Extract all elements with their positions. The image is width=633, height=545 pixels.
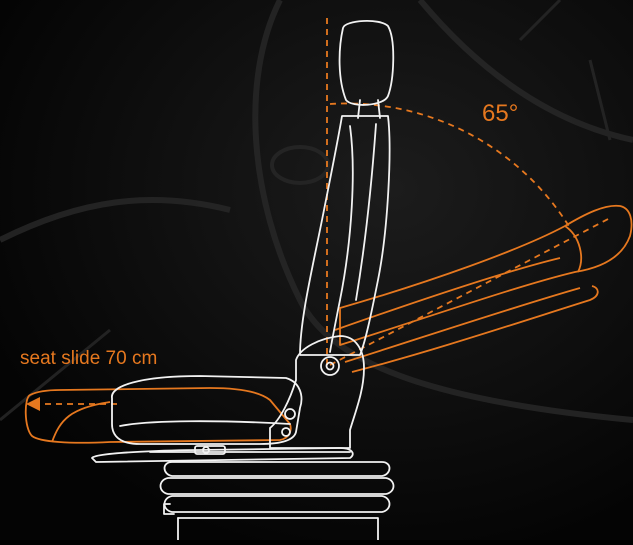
slide-rail [91,447,354,463]
reclined-backrest-outline [334,204,633,373]
recline-axis-line [329,217,611,366]
seat-upright-outline [91,20,395,541]
seat-cushion [111,375,303,445]
recline-bracket [269,335,365,449]
background-cabin-silhouette [0,0,633,423]
recline-angle-label: 65° [482,100,519,127]
headrest [338,20,395,106]
suspension-bellows [163,461,391,477]
seat-slide-label: seat slide 70 cm [20,348,158,369]
recline-pivot [320,356,340,376]
backrest [299,115,391,356]
slide-arrowhead [26,397,40,411]
